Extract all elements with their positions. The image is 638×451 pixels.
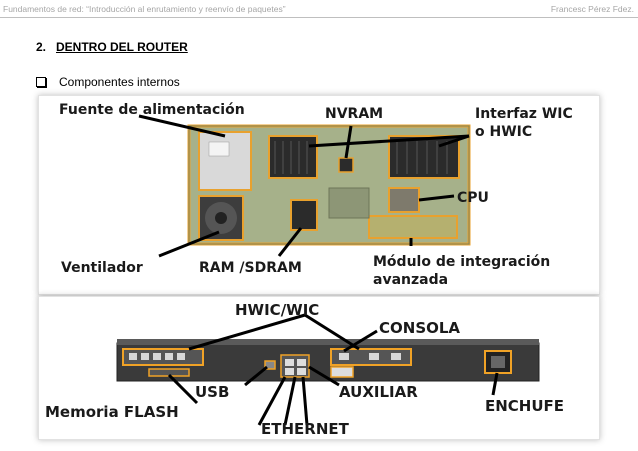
label-wic-line2: o HWIC xyxy=(475,124,532,140)
callout-lines xyxy=(167,313,499,426)
header-author: Francesc Pérez Fdez. xyxy=(550,4,634,14)
label-ethernet: ETHERNET xyxy=(261,420,350,438)
header-divider xyxy=(0,17,638,18)
label-hwic: HWIC/WIC xyxy=(235,301,319,319)
bullet-text: Componentes internos xyxy=(59,75,180,89)
section-title: DENTRO DEL ROUTER xyxy=(56,40,188,54)
label-auxiliary: AUXILIAR xyxy=(339,383,418,401)
label-console: CONSOLA xyxy=(379,319,460,337)
label-cpu: CPU xyxy=(457,190,489,206)
label-power-supply: Fuente de alimentación xyxy=(59,102,245,118)
callout-lines xyxy=(138,114,470,258)
checkbox-bullet-icon xyxy=(36,77,46,87)
label-nvram: NVRAM xyxy=(325,106,383,122)
label-fan: Ventilador xyxy=(61,260,143,276)
label-usb: USB xyxy=(195,383,229,401)
bullet-item: Componentes internos xyxy=(36,75,180,89)
label-wic-line1: Interfaz WIC xyxy=(475,106,573,122)
router-chassis-image xyxy=(116,339,540,382)
label-flash: Memoria FLASH xyxy=(45,403,179,421)
page-header: Fundamentos de red: “Introducción al enr… xyxy=(0,0,638,18)
label-module-line1: Módulo de integración xyxy=(373,254,550,270)
router-internals-figure: Fuente de alimentación NVRAM Interfaz WI… xyxy=(38,95,600,295)
label-ram: RAM /SDRAM xyxy=(199,260,302,276)
section-heading: 2. DENTRO DEL ROUTER xyxy=(36,40,188,54)
header-document-title: Fundamentos de red: “Introducción al enr… xyxy=(3,4,286,14)
label-module-line2: avanzada xyxy=(373,272,448,288)
section-number: 2. xyxy=(36,40,47,54)
label-power-plug: ENCHUFE xyxy=(485,397,564,415)
router-back-panel-figure: HWIC/WIC CONSOLA USB AUXILIAR Memoria FL… xyxy=(38,296,600,440)
